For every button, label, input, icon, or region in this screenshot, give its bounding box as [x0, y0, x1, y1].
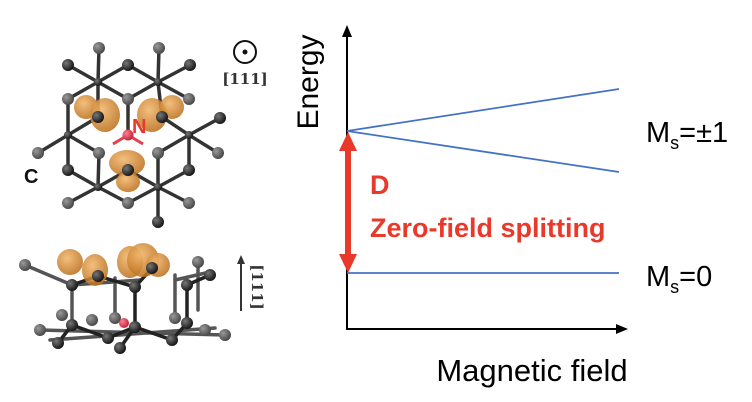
- nitrogen-label: N: [132, 116, 146, 138]
- carbon-label: C: [24, 166, 38, 188]
- energy-diagram: D Zero-field splitting Ms=±1 Ms=0 Energy…: [292, 25, 728, 388]
- level-ms-plus1: [346, 88, 620, 132]
- carbon-atoms-gray: [32, 42, 224, 209]
- splitting-label: Zero-field splitting: [370, 213, 606, 243]
- orbital-lobes: [74, 95, 184, 192]
- upper-state-label: Ms=±1: [646, 117, 728, 153]
- carbon-atoms-black: [62, 59, 226, 228]
- x-axis-arrow-icon: [616, 324, 628, 334]
- out-of-plane-icon: [233, 40, 257, 64]
- side-view-axis-label: [111]: [248, 264, 266, 310]
- y-axis-arrow-icon: [342, 25, 352, 37]
- nitrogen-atom-side: [119, 318, 129, 328]
- nitrogen-atom: [122, 129, 134, 141]
- level-ms-minus1: [346, 130, 620, 173]
- lower-state-label: Ms=0: [646, 261, 712, 297]
- zero-field-splitting-arrow: [339, 132, 357, 273]
- axis-arrow-icon: [237, 255, 245, 311]
- nv-center-side-view: [111]: [19, 243, 266, 354]
- top-view-axis-label: [111]: [222, 70, 268, 88]
- y-axis-label: Energy: [292, 34, 325, 129]
- x-axis-label: Magnetic field: [436, 353, 627, 388]
- nv-center-top-view: N C [111]: [24, 40, 268, 228]
- splitting-symbol: D: [370, 170, 390, 200]
